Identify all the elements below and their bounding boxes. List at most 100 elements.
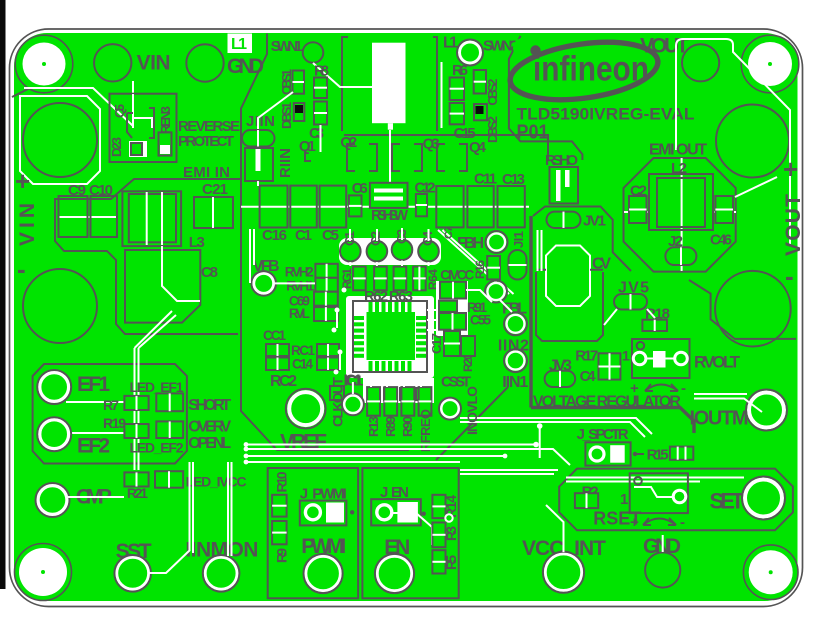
svg-text:C69: C69 [289,294,310,309]
svg-text:J_SPCTR: J_SPCTR [577,426,629,443]
svg-text:CIVCC: CIVCC [440,268,474,283]
svg-text:LED_IVCC: LED_IVCC [186,474,247,490]
svg-text:-: - [680,514,685,531]
svg-text:L2: L2 [671,160,687,177]
svg-text:R14: R14 [443,495,459,518]
svg-text:VOUT: VOUT [782,194,805,256]
svg-text:C15: C15 [454,125,476,142]
svg-text:L1: L1 [231,36,247,53]
svg-text:JIIN: JIIN [246,113,275,130]
svg-text:Q3: Q3 [423,136,440,153]
svg-text:CSST: CSST [441,374,471,391]
svg-text:P01: P01 [517,122,549,144]
svg-text:CBS1: CBS1 [279,69,294,95]
svg-text:Q2: Q2 [340,134,357,151]
svg-text:EMI OUT: EMI OUT [649,142,707,159]
svg-text:C6: C6 [352,180,368,197]
svg-text:EF1: EF1 [77,373,110,396]
svg-text:IINMON: IINMON [185,539,258,562]
svg-text:C8: C8 [201,264,218,281]
svg-text:SWN1: SWN1 [271,38,303,55]
svg-text:TLD5190IVREG-EVAL: TLD5190IVREG-EVAL [517,105,695,124]
svg-text:LED_EF2: LED_EF2 [130,440,184,456]
svg-text:INOVLO: INOVLO [464,386,480,435]
svg-text:C55: C55 [470,313,491,328]
svg-text:L1: L1 [443,35,458,52]
svg-text:+: + [630,514,639,531]
svg-text:-: - [17,254,26,284]
svg-text:REVERSE: REVERSE [178,118,240,135]
svg-text:G2: G2 [368,231,383,246]
svg-text:R90: R90 [400,416,415,437]
svg-text:CV: CV [592,256,611,273]
svg-text:PROTECT: PROTECT [178,133,234,150]
svg-text:R8: R8 [314,63,329,80]
svg-text:RVOLT: RVOLT [694,353,741,372]
svg-text:RG1: RG1 [340,268,354,289]
svg-text:C13: C13 [502,171,525,188]
svg-text:C14: C14 [292,357,313,372]
svg-text:C11: C11 [474,171,497,188]
svg-text:+: + [783,154,798,184]
svg-text:J_EN: J_EN [380,484,409,501]
svg-text:IOUTM: IOUTM [690,408,749,430]
svg-text:C12: C12 [415,180,436,197]
svg-text:C9: C9 [68,182,86,199]
svg-text:RVH1: RVH1 [286,278,314,293]
svg-text:C10: C10 [89,182,113,199]
svg-text:VIN: VIN [16,203,39,246]
svg-text:R16: R16 [473,260,487,279]
svg-text:EMI IN: EMI IN [183,164,230,181]
svg-text:infineon: infineon [533,50,649,89]
svg-text:1: 1 [622,348,630,364]
svg-text:JV1: JV1 [583,213,606,230]
svg-text:-: - [681,380,686,397]
svg-text:DBS1: DBS1 [279,102,294,129]
svg-text:EF2: EF2 [77,435,110,458]
svg-text:JV5: JV5 [618,280,649,297]
svg-text:CC1: CC1 [263,328,286,343]
svg-text:R3: R3 [443,526,459,541]
svg-text:RC2: RC2 [270,373,297,390]
svg-text:VREF: VREF [280,431,327,454]
svg-text:C17: C17 [429,333,444,354]
svg-text:C46: C46 [710,232,732,249]
svg-text:RIIN: RIIN [277,148,294,178]
svg-text:R10: R10 [274,471,290,492]
svg-text:RC1: RC1 [291,343,315,358]
svg-text:C5: C5 [322,227,339,244]
svg-text:R9: R9 [274,548,290,563]
svg-text:-: - [785,261,794,291]
svg-text:LED_EF1: LED_EF1 [130,379,184,395]
svg-text:SWN2: SWN2 [483,38,518,55]
svg-text:+: + [630,380,639,397]
svg-text:C16: C16 [262,227,287,244]
svg-text:J_PWMI: J_PWMI [300,486,347,503]
svg-text:VOUT: VOUT [640,35,689,58]
svg-text:GND: GND [227,55,264,78]
svg-text:RSET: RSET [593,509,641,529]
svg-text:C4: C4 [580,368,597,385]
svg-text:RVH2: RVH2 [285,264,314,279]
svg-text:R15: R15 [647,447,669,464]
svg-text:R20: R20 [461,353,475,372]
svg-text:IC1: IC1 [344,372,363,389]
svg-text:OPENL: OPENL [188,435,231,452]
svg-text:IC1: IC1 [344,373,363,390]
svg-text:R21: R21 [127,485,148,501]
svg-text:DBS2: DBS2 [485,116,500,143]
svg-text:R91: R91 [467,300,487,315]
svg-text:Q4: Q4 [469,139,487,156]
svg-text:R7: R7 [103,397,119,413]
svg-text:R13: R13 [366,416,381,437]
svg-text:IIN1: IIN1 [502,374,528,391]
svg-text:RVL: RVL [289,306,310,321]
svg-text:FBH: FBH [457,235,484,252]
svg-text:VFB: VFB [253,258,280,275]
svg-text:R89: R89 [383,416,398,437]
svg-text:RFREQ: RFREQ [418,409,433,452]
svg-text:VIN: VIN [137,52,171,75]
svg-text:RSHSW: RSHSW [371,207,409,224]
svg-text:VOLTAGE REGULATOR: VOLTAGE REGULATOR [533,394,681,411]
svg-text:RSHO: RSHO [545,152,578,169]
